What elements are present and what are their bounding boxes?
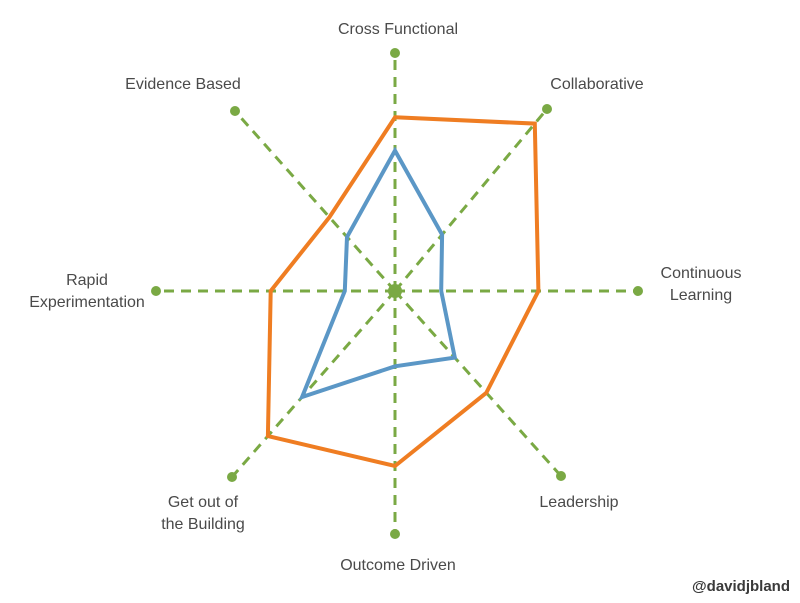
axis-label-line: Evidence Based — [125, 76, 241, 93]
series-line — [298, 146, 458, 401]
axis-label-line: Cross Functional — [338, 21, 458, 38]
axis-end-dot — [390, 48, 400, 58]
axis-label-line: Continuous — [661, 265, 742, 282]
axis-end-dot — [542, 104, 552, 114]
axis-label-line: Collaborative — [550, 76, 643, 93]
axis-label-line: Outcome Driven — [340, 557, 456, 574]
axis-end-dot — [556, 471, 566, 481]
axis-line — [393, 108, 549, 292]
series-line — [265, 115, 541, 469]
axis-label-line: Learning — [670, 287, 732, 304]
axis-label: Evidence Based — [125, 76, 241, 93]
axis-label: Outcome Driven — [340, 557, 456, 574]
axis-line — [230, 290, 397, 478]
series-layer — [265, 115, 541, 469]
axis-end-dot — [227, 472, 237, 482]
axis-label-line: Leadership — [539, 494, 618, 511]
axis-end-dot — [633, 286, 643, 296]
axis-label: Get out of the Building — [161, 494, 245, 533]
axis-label: Leadership — [539, 494, 618, 511]
axis-end-dot — [230, 106, 240, 116]
axis-line — [233, 110, 397, 292]
axis-label-line: Experimentation — [29, 294, 145, 311]
axis-end-dot — [390, 529, 400, 539]
axis-label: Collaborative — [550, 76, 643, 93]
credit-text: @davidjbland — [692, 578, 790, 595]
axes-layer — [151, 48, 643, 539]
center-point — [388, 284, 402, 298]
axis-end-dot — [151, 286, 161, 296]
axis-label-line: Get out of — [168, 494, 239, 511]
axis-line — [393, 289, 563, 478]
axis-label: Cross Functional — [338, 21, 458, 38]
axis-label-line: Rapid — [66, 272, 108, 289]
axis-label-line: the Building — [161, 516, 245, 533]
